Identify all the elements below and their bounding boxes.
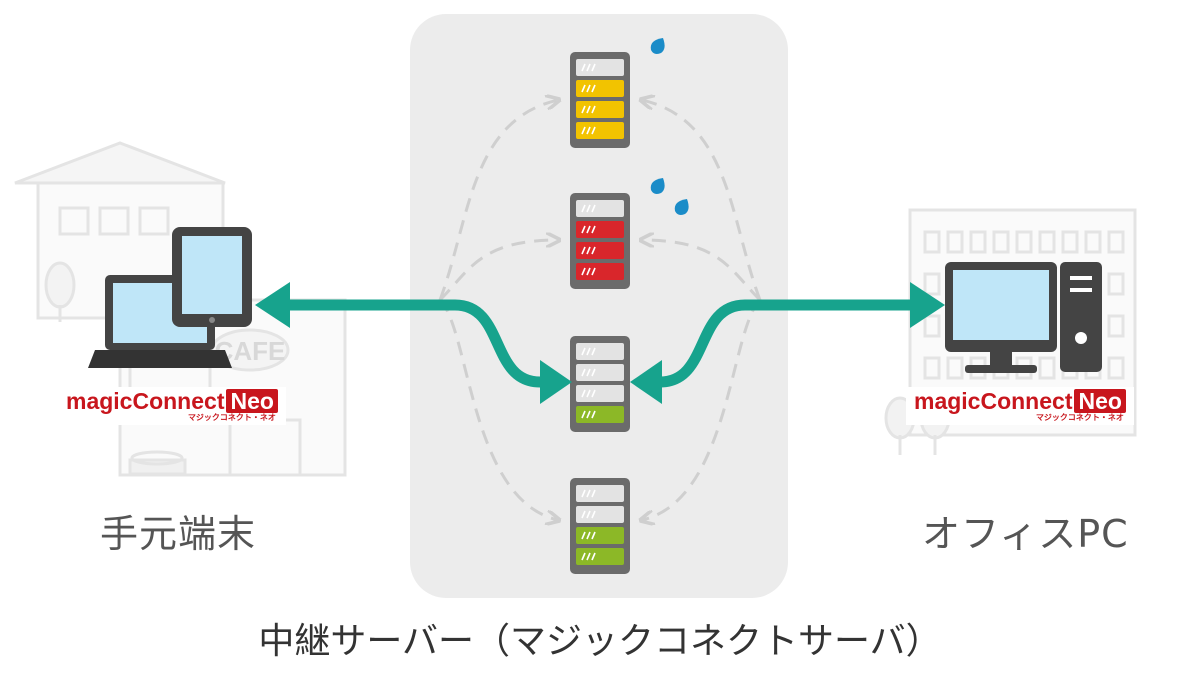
- logo-kana: マジックコネクト・ネオ: [1035, 413, 1124, 422]
- office-window: [969, 230, 987, 254]
- arrow-head-left-device: [255, 282, 290, 328]
- office-window: [946, 230, 964, 254]
- office-window: [1107, 230, 1125, 254]
- left-device-label: 手元端末: [100, 512, 257, 556]
- server-icon: [570, 478, 630, 574]
- relay-server-panel: [410, 14, 788, 598]
- arrow-head-office-pc: [910, 282, 945, 328]
- relay-server-caption: 中継サーバー（マジックコネクトサーバ）: [258, 621, 942, 662]
- office-window: [1107, 356, 1125, 380]
- water-drop-icon: [650, 38, 689, 215]
- office-window: [992, 230, 1010, 254]
- dashed-connector: [642, 100, 762, 301]
- office-window: [923, 356, 941, 380]
- office-window: [1038, 356, 1056, 380]
- server-icon: [570, 193, 630, 289]
- logo-name: magicConnect: [66, 388, 225, 414]
- tablet-icon: [172, 227, 252, 327]
- office-window: [923, 272, 941, 296]
- office-window: [1107, 314, 1125, 338]
- right-device-label: オフィスPC: [922, 512, 1129, 556]
- connection-arrows: [279, 299, 921, 388]
- logo-suffix: Neo: [1074, 389, 1126, 413]
- logo-name: magicConnect: [914, 388, 1073, 414]
- logo-kana: マジックコネクト・ネオ: [187, 413, 276, 422]
- desktop-pc-icon: [945, 262, 1102, 373]
- logo-suffix: Neo: [226, 389, 278, 413]
- server-icon: [570, 52, 630, 148]
- office-window: [1107, 272, 1125, 296]
- dashed-connections: [438, 100, 762, 520]
- dashed-connector: [438, 298, 558, 520]
- dashed-connector: [438, 240, 558, 302]
- server-icon: [570, 336, 630, 432]
- office-window: [1084, 230, 1102, 254]
- office-window: [1015, 230, 1033, 254]
- dashed-connector: [438, 100, 558, 301]
- dashed-connector: [642, 298, 762, 520]
- office-window: [923, 314, 941, 338]
- office-window: [923, 230, 941, 254]
- dashed-connector: [642, 240, 762, 302]
- office-window: [1061, 230, 1079, 254]
- office-window: [946, 356, 964, 380]
- arrow-head-relay-left: [540, 360, 572, 404]
- office-window: [1038, 230, 1056, 254]
- arrow-head-relay-right: [630, 360, 662, 404]
